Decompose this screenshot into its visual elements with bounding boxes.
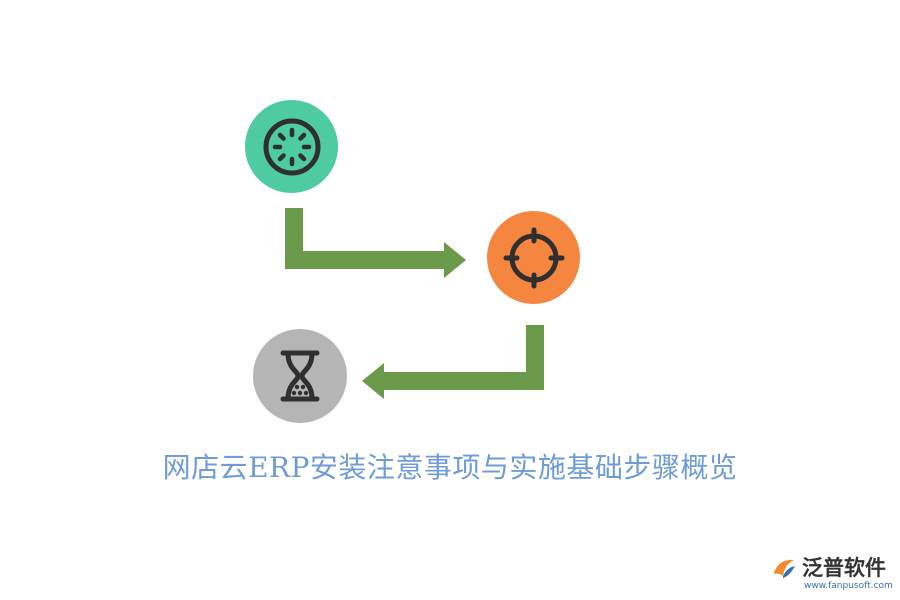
diagram-title: 网店云ERP安装注意事项与实施基础步骤概览	[162, 451, 738, 484]
hourglass-icon	[280, 350, 320, 402]
crosshair-target-icon	[503, 227, 564, 288]
arrow-step2-to-step3	[362, 325, 544, 399]
fanpu-logo-icon	[774, 559, 795, 578]
step-1-node	[245, 100, 338, 193]
brand-logo: 泛普软件 www.fanpusoft.com	[766, 550, 896, 596]
loading-dial-icon	[263, 118, 320, 175]
step-3-node	[253, 329, 347, 423]
brand-url: www.fanpusoft.com	[804, 581, 893, 591]
arrow-step1-to-step2	[285, 208, 466, 278]
brand-name: 泛普软件	[802, 556, 886, 580]
step-2-node	[487, 211, 580, 304]
